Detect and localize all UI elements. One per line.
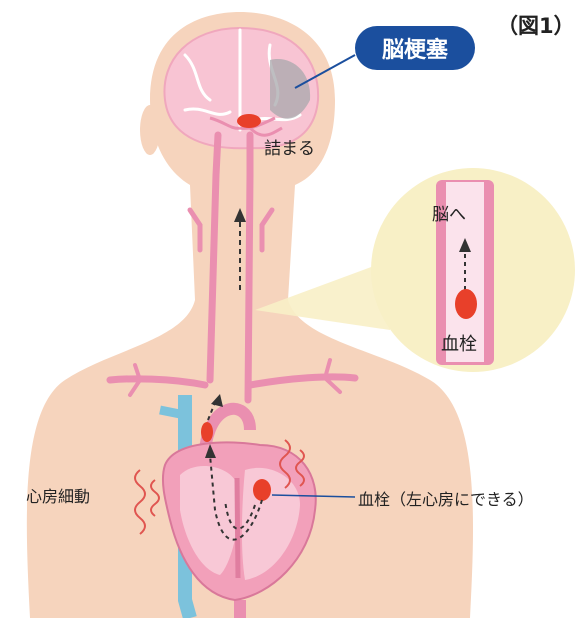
brain (164, 28, 318, 148)
inset-clot-label: 血栓 (441, 330, 477, 356)
stroke-badge: 脳梗塞 (355, 26, 475, 70)
atrium-clot-label: 血栓（左心房にできる） (358, 486, 534, 510)
clog-label: 詰まる (264, 134, 315, 159)
aorta-clot (201, 422, 213, 442)
to-brain-label: 脳へ (432, 200, 466, 225)
atrium-clot (253, 479, 271, 501)
inset-clot (455, 289, 477, 319)
afib-label: 心房細動 (26, 483, 90, 507)
brain-clot (237, 114, 261, 128)
vein-branch (160, 410, 185, 415)
figure-label: （図1） (497, 10, 575, 40)
